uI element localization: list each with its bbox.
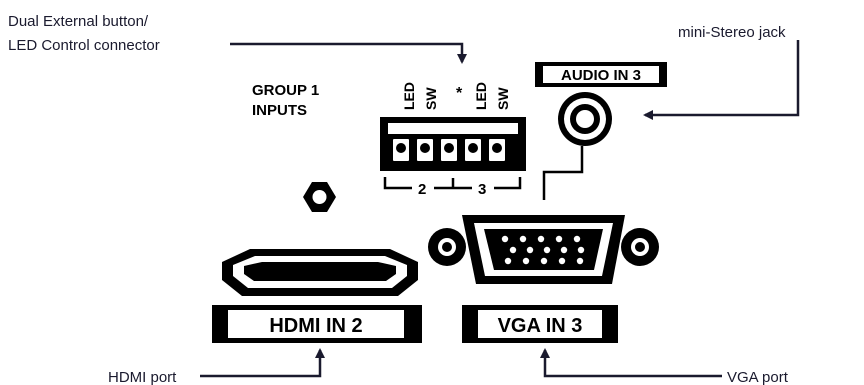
group-label-line2: INPUTS [252,102,307,119]
vga-in-3-label: VGA IN 3 [498,315,583,337]
mini-stereo-jack [558,92,612,146]
leader-line-mini-stereo [643,40,800,120]
group-brackets [383,177,522,190]
vga-port [428,215,659,284]
bracket-label-3: 3 [478,181,486,198]
bracket-label-2: 2 [418,181,426,198]
hdmi-port [222,249,418,296]
terminal-block-connector [380,117,526,171]
hdmi-in-2-label-box [212,305,422,343]
terminal-label-sw-1: SW [423,87,439,110]
callout-dual-external-line2: LED Control connector [8,37,160,54]
terminal-label-led-1: LED [401,82,417,110]
audio-vga-link-line [542,146,584,200]
terminal-label-sw-2: SW [495,87,511,110]
callout-mini-stereo: mini-Stereo jack [678,24,786,41]
callout-hdmi-port: HDMI port [108,369,177,385]
audio-in-3-label: AUDIO IN 3 [561,67,641,84]
leader-line-vga [540,348,722,378]
terminal-label-led-2: LED [473,82,489,110]
vga-in-3-label-box [462,305,618,343]
hdmi-in-2-label: HDMI IN 2 [269,315,362,337]
audio-in-3-label-box [535,62,667,87]
hex-screw [303,182,336,212]
leader-line-hdmi [200,348,325,378]
terminal-label-star: * [456,85,463,102]
callout-vga-port: VGA port [727,369,789,385]
callout-dual-external-line1: Dual External button/ [8,13,149,30]
leader-line-dual-external [230,42,467,64]
group-label-line1: GROUP 1 [252,82,319,99]
